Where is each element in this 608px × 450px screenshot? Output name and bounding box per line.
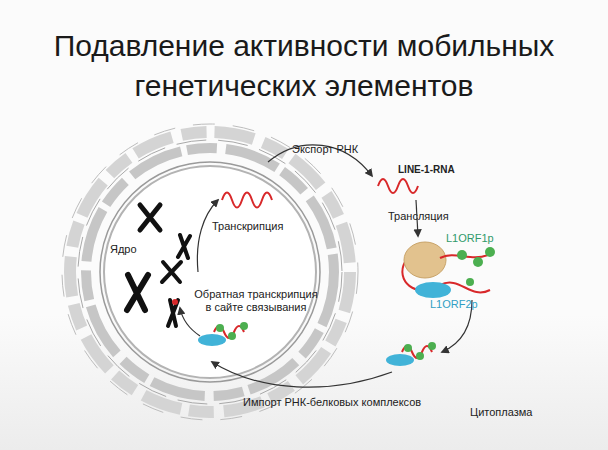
export-label: Экспорт РНК	[292, 143, 358, 156]
translation-label: Трансляция	[388, 210, 449, 223]
title: Подавление активности мобильных генетиче…	[19, 26, 589, 106]
rna	[222, 193, 272, 208]
cycle-arrows	[180, 145, 472, 387]
chromosomes	[127, 205, 190, 326]
transcription-label: Транскрипция	[212, 220, 283, 233]
protein-label: L1ORF2p	[430, 298, 478, 311]
rnp-complex	[386, 342, 436, 366]
nucleus	[62, 124, 358, 420]
rna-label: LINE-1-RNA	[398, 164, 455, 176]
reverse-transcription-label: Обратная транскрипция в сайте связывания	[190, 288, 322, 314]
import-label: Импорт РНК-белковых комплексов	[243, 396, 421, 409]
insertion-site	[172, 299, 178, 305]
rna	[378, 179, 418, 193]
rnp-complex	[198, 322, 248, 346]
protein-label: L1ORF1p	[446, 232, 494, 245]
ribosome	[402, 242, 495, 298]
nucleus-label: Ядро	[110, 243, 137, 256]
cytoplasm-label: Цитоплазма	[470, 406, 532, 419]
